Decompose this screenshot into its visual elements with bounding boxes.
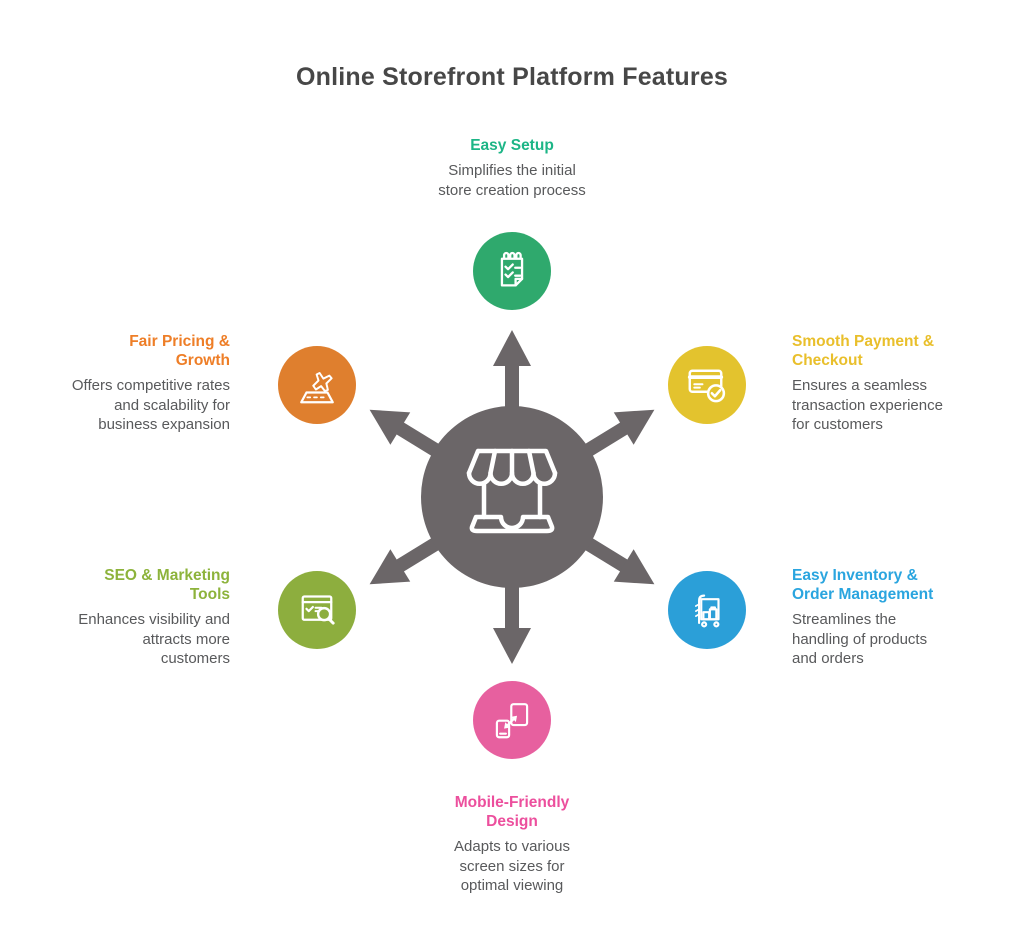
- storefront-icon: [466, 448, 558, 534]
- feature-text-inventory: Easy Inventory & Order Management Stream…: [792, 566, 1010, 669]
- feature-heading: Easy Setup: [470, 137, 554, 154]
- hub-arrows-graphic: [369, 330, 655, 664]
- feature-heading: Smooth Payment & Checkout: [792, 333, 935, 369]
- hub-circle: [421, 406, 603, 588]
- double-arrow: [504, 715, 518, 729]
- feature-description: Ensures a seamless transaction experienc…: [792, 377, 943, 433]
- central-hub: [322, 307, 702, 687]
- hand-truck-icon: [694, 594, 720, 628]
- feature-description: Enhances visibility and attracts more cu…: [78, 611, 230, 667]
- feature-circle-mobile: [473, 681, 551, 759]
- plane-takeoff-icon: [300, 372, 334, 404]
- feature-circle-inventory: [668, 571, 746, 649]
- responsive-devices-icon: [495, 703, 529, 739]
- feature-text-pricing: Fair Pricing & Growth Offers competitive…: [20, 332, 230, 435]
- feature-text-smooth-payment: Smooth Payment & Checkout Ensures a seam…: [792, 332, 1010, 435]
- feature-heading: Easy Inventory & Order Management: [792, 567, 934, 603]
- feature-description: Offers competitive rates and scalability…: [71, 377, 230, 433]
- feature-description: Adapts to various screen sizes for optim…: [454, 838, 570, 894]
- feature-heading: Fair Pricing & Growth: [129, 333, 230, 369]
- feature-heading: SEO & Marketing Tools: [104, 567, 230, 603]
- page-title: Online Storefront Platform Features: [295, 63, 729, 91]
- feature-heading: Mobile-Friendly Design: [454, 794, 570, 830]
- browser-search-icon: [301, 595, 335, 625]
- credit-card-check-icon: [687, 369, 726, 403]
- feature-text-mobile: Mobile-Friendly Design Adapts to various…: [402, 793, 622, 896]
- checklist-notepad-icon: [500, 251, 524, 287]
- feature-text-easy-setup: Easy Setup Simplifies the initial store …: [392, 136, 632, 200]
- feature-description: Simplifies the initial store creation pr…: [438, 162, 586, 199]
- feature-text-seo: SEO & Marketing Tools Enhances visibilit…: [20, 566, 230, 669]
- feature-description: Streamlines the handling of products and…: [792, 611, 928, 667]
- feature-circle-easy-setup: [473, 232, 551, 310]
- feature-circle-pricing: [278, 346, 356, 424]
- feature-circle-seo: [278, 571, 356, 649]
- feature-circle-smooth-payment: [668, 346, 746, 424]
